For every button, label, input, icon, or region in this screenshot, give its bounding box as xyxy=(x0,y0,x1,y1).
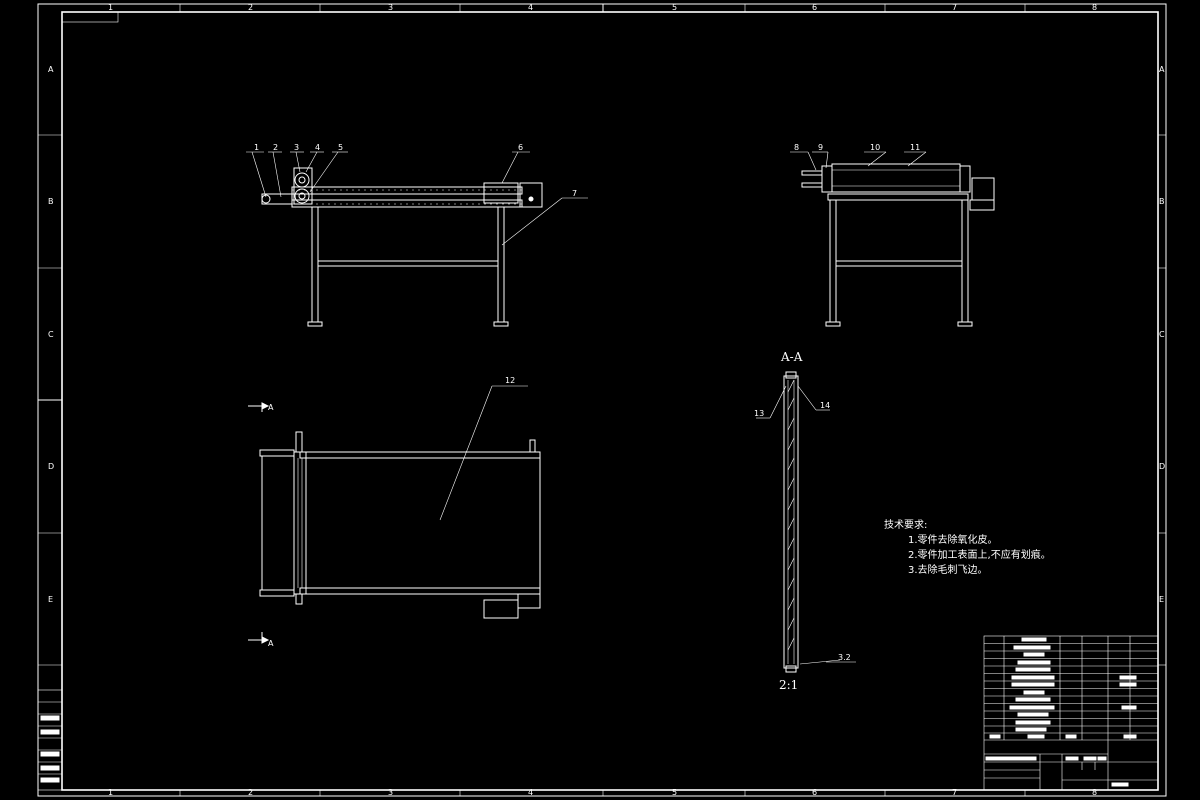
zone-letter-left: D xyxy=(48,462,54,471)
side-view: 8 9 10 11 xyxy=(790,143,995,327)
inner-frame xyxy=(61,11,1159,791)
zone-letter-left: C xyxy=(48,330,54,339)
zone-letter-left: A xyxy=(48,65,54,74)
balloon-14: 14 xyxy=(820,401,830,410)
title-block xyxy=(983,635,1159,791)
balloon-6: 6 xyxy=(518,143,523,152)
zone-num-bottom: 8 xyxy=(1092,788,1097,797)
tech-requirement-item: 2.零件加工表面上,不应有划痕。 xyxy=(908,550,1051,561)
balloon-1: 1 xyxy=(254,143,259,152)
balloon-11: 11 xyxy=(910,143,920,152)
balloon-2: 2 xyxy=(273,143,278,152)
zone-num-top: 7 xyxy=(952,3,957,12)
zone-num-top: 3 xyxy=(388,3,393,12)
balloon-13: 13 xyxy=(754,409,764,418)
zone-num-top: 1 xyxy=(108,3,113,12)
zone-num-top: 8 xyxy=(1092,3,1097,12)
front-view: 1 2 3 4 5 6 7 xyxy=(246,143,588,327)
zone-num-bottom: 3 xyxy=(388,788,393,797)
zone-num-bottom: 5 xyxy=(672,788,677,797)
zone-letter-right: B xyxy=(1159,197,1165,206)
zone-num-top: 4 xyxy=(528,3,533,12)
balloon-7: 7 xyxy=(572,189,577,198)
tech-requirement-item: 3.去除毛刺飞边。 xyxy=(908,565,988,576)
section-scale: 2:1 xyxy=(779,678,799,692)
section-a-a-view: 13 14 3.2 xyxy=(754,371,856,673)
zone-num-bottom: 6 xyxy=(812,788,817,797)
balloon-5: 5 xyxy=(338,143,343,152)
technical-requirements: 技术要求: 1.零件去除氧化皮。 2.零件加工表面上,不应有划痕。 3.去除毛刺… xyxy=(884,518,1051,578)
zone-ticks xyxy=(38,4,1166,796)
balloon-12: 12 xyxy=(505,376,515,385)
balloon-3: 3 xyxy=(294,143,299,152)
corner-box xyxy=(61,11,119,23)
zone-num-top: 6 xyxy=(812,3,817,12)
zone-num-bottom: 7 xyxy=(952,788,957,797)
zone-letter-right: C xyxy=(1159,330,1165,339)
zone-letter-right: A xyxy=(1159,65,1165,74)
zone-num-bottom: 1 xyxy=(108,788,113,797)
bom-rows xyxy=(984,643,1158,741)
tech-requirements-title: 技术要求: xyxy=(884,520,928,531)
zone-labels: 1 2 3 4 5 6 7 8 1 2 3 4 5 6 7 8 A B C D … xyxy=(48,3,1165,797)
top-view: 12 A A xyxy=(248,376,541,648)
zone-num-top: 2 xyxy=(248,3,253,12)
roughness-mark: 3.2 xyxy=(838,653,851,662)
zone-num-top: 5 xyxy=(672,3,677,12)
bom-name-marks xyxy=(989,637,1137,739)
section-title-a-a: A-A xyxy=(781,350,803,364)
section-marker-a-top: A xyxy=(268,403,274,412)
zone-letter-left: B xyxy=(48,197,54,206)
tech-requirement-item: 1.零件去除氧化皮。 xyxy=(908,535,998,546)
balloon-8: 8 xyxy=(794,143,799,152)
balloon-9: 9 xyxy=(818,143,823,152)
zone-num-bottom: 2 xyxy=(248,788,253,797)
balloon-10: 10 xyxy=(870,143,880,152)
balloon-4: 4 xyxy=(315,143,320,152)
zone-letter-left: E xyxy=(48,595,53,604)
zone-letter-right: E xyxy=(1159,595,1164,604)
margin-stamp-boxes xyxy=(37,689,63,791)
zone-num-bottom: 4 xyxy=(528,788,533,797)
section-marker-a-bottom: A xyxy=(268,639,274,648)
zone-letter-right: D xyxy=(1159,462,1165,471)
outer-frame xyxy=(37,3,1167,797)
